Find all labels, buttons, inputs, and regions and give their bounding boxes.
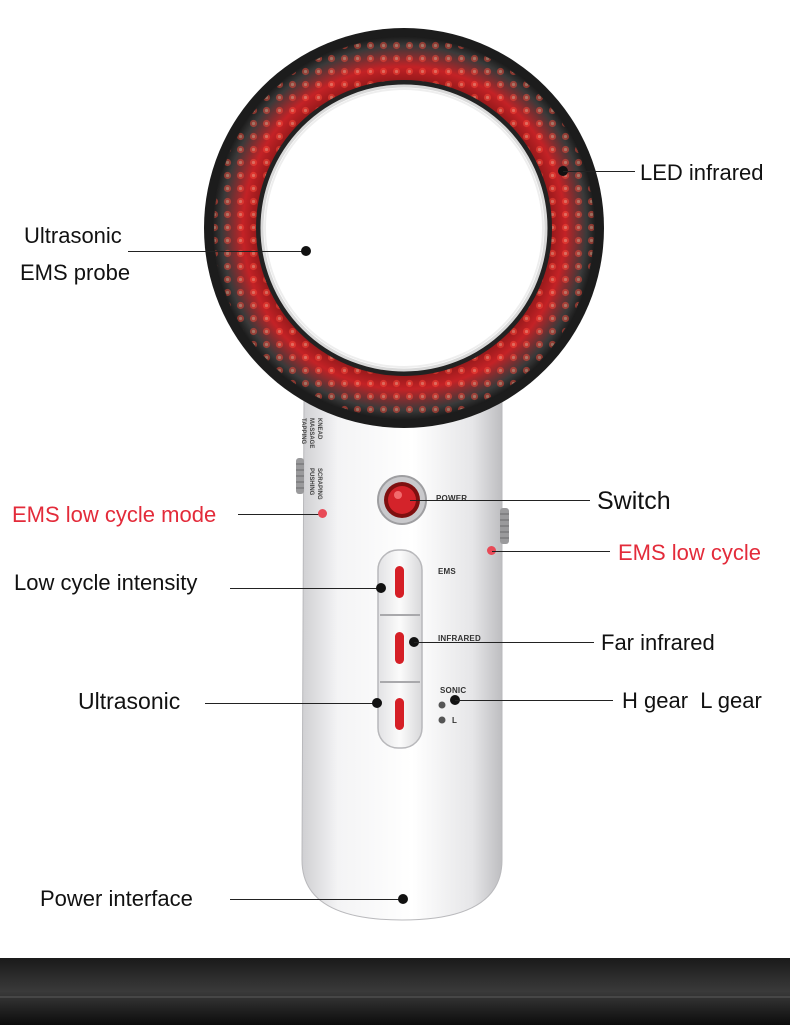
ems-low-cycle-mode-dot [318,509,327,518]
ultrasonic-label: Ultrasonic [78,688,181,714]
ems-low-cycle-label: EMS low cycle [618,540,762,565]
right-cycle-wheel [500,508,509,544]
ultrasonic-ems-probe-dot [301,246,311,256]
infrared-text: INFRARED [438,634,481,643]
svg-text:MASSAGE: MASSAGE [308,418,314,448]
led-infrared-label: LED infrared [640,160,764,185]
ultrasonic-line [205,703,377,704]
l-gear-indicator [438,716,446,724]
h-gear-l-gear-label: H gear L gear [622,688,762,713]
low-cycle-intensity-dot [376,583,386,593]
far-infrared-label: Far infrared [601,630,715,655]
ems-low-cycle-mode-label: EMS low cycle mode [12,502,217,527]
l-text: L [452,716,458,725]
ems-low-cycle-dot [487,546,496,555]
low-cycle-intensity-line [230,588,380,589]
ultrasonic-dot [372,698,382,708]
switch-label: Switch [597,487,671,515]
power-text: POWER [436,494,468,503]
low-cycle-intensity-label: Low cycle intensity [14,570,198,595]
infrared-button-led [395,632,404,664]
bottom-band [0,958,790,1025]
power-interface-dot [398,894,408,904]
left-mode-wheel [296,458,304,494]
sonic-text: SONIC [440,686,467,695]
svg-text:TAPPING: TAPPING [300,418,306,445]
far-infrared-line [414,642,594,643]
power-interface-line [230,899,400,900]
h-gear-indicator [438,701,446,709]
ems-button-led [395,566,404,598]
gear-line [455,700,613,701]
svg-text:PUSHING: PUSHING [308,468,314,496]
mode-markings: KNEAD MASSAGE TAPPING SCRAPING PUSHING [300,418,322,500]
led-infrared-line [563,171,635,172]
ems-low-cycle-mode-line [238,514,320,515]
svg-text:KNEAD: KNEAD [316,418,322,440]
ultrasonic-ems-probe-label-1: Ultrasonic [24,223,122,248]
switch-line [410,500,590,501]
power-interface-label: Power interface [40,886,193,911]
ems-low-cycle-line [492,551,610,552]
ultrasonic-ems-probe-label-2: EMS probe [20,260,131,285]
ultrasonic-ems-probe-line [128,251,306,252]
svg-text:SCRAPING: SCRAPING [316,468,322,500]
ems-text: EMS [438,567,456,576]
sonic-button-led [395,698,404,730]
ultrasonic-probe-plate [260,84,548,372]
